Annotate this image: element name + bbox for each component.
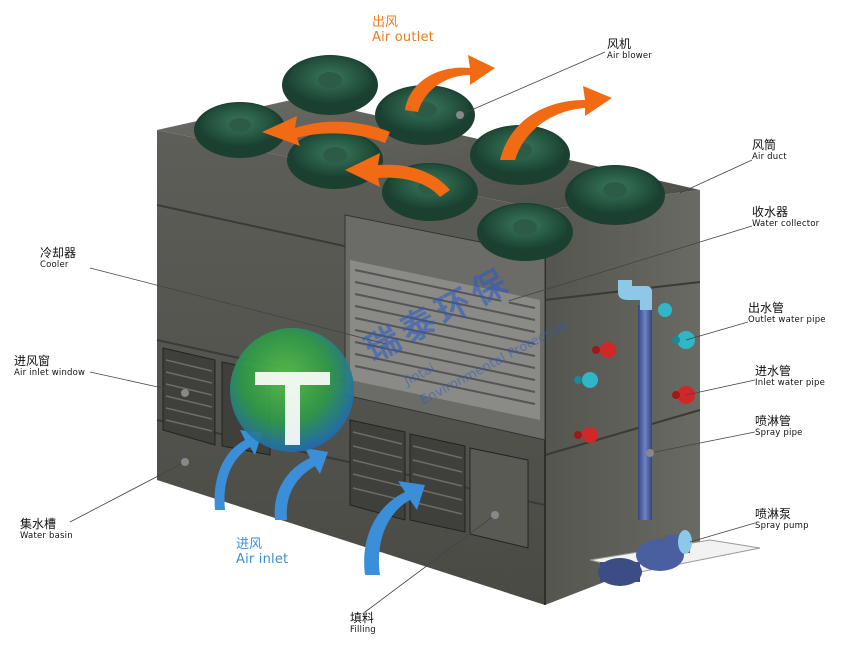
label-air-blower: 风机 Air blower [607, 37, 653, 62]
label-cooler-en: Cooler [40, 259, 69, 270]
label-outlet-water-pipe: 出水管 Outlet water pipe [748, 301, 826, 326]
label-inlet-water-pipe: 进水管 Inlet water pipe [755, 364, 826, 389]
label-air-blower-zh: 风机 [607, 37, 632, 51]
label-filling-en: Filling [350, 624, 376, 635]
label-spray-pipe-zh: 喷淋管 [755, 414, 792, 428]
label-water-collector: 收水器 Water collector [752, 205, 820, 230]
label-air-outlet: 出风 Air outlet [372, 15, 434, 46]
label-water-basin-zh: 集水槽 [20, 517, 57, 531]
fan-7 [565, 165, 665, 225]
label-filling: 填料 Filling [350, 611, 376, 636]
label-cooler: 冷却器 Cooler [40, 246, 77, 271]
label-air-blower-en: Air blower [607, 50, 653, 61]
company-logo [230, 328, 354, 452]
air-outlet-arrows [262, 55, 612, 197]
fan-1 [282, 55, 378, 115]
label-inlet-water-pipe-en: Inlet water pipe [755, 377, 826, 388]
label-air-duct-zh: 风筒 [752, 138, 777, 152]
fans [194, 55, 665, 261]
label-inlet-water-pipe-zh: 进水管 [755, 364, 792, 378]
label-air-duct: 风筒 Air duct [752, 138, 787, 163]
label-air-inlet-window-en: Air inlet window [14, 367, 86, 378]
fan-3 [375, 85, 475, 145]
label-air-inlet-window: 进风窗 Air inlet window [14, 354, 86, 379]
leader-lines [69, 51, 756, 613]
label-air-duct-en: Air duct [752, 151, 787, 162]
fan-8 [477, 203, 573, 261]
leader-dots [181, 111, 654, 519]
label-air-inlet-en: Air inlet [236, 551, 289, 567]
cooler-coil [344, 214, 546, 441]
louvre-slats [165, 359, 463, 515]
spray-pump [589, 530, 761, 586]
label-air-inlet-window-zh: 进风窗 [14, 354, 51, 368]
label-outlet-water-pipe-zh: 出水管 [748, 301, 785, 315]
fan-2 [194, 102, 286, 158]
label-water-basin-en: Water basin [20, 530, 73, 541]
label-outlet-water-pipe-en: Outlet water pipe [748, 314, 826, 325]
water-piping [574, 280, 695, 520]
label-air-outlet-en: Air outlet [372, 29, 434, 45]
label-filling-zh: 填料 [350, 611, 375, 625]
label-spray-pump: 喷淋泵 Spray pump [755, 507, 809, 532]
label-spray-pipe-en: Spray pipe [755, 427, 803, 438]
label-spray-pump-zh: 喷淋泵 [755, 507, 792, 521]
label-air-inlet: 进风 Air inlet [236, 537, 289, 568]
label-air-outlet-zh: 出风 [372, 15, 399, 30]
label-water-collector-en: Water collector [752, 218, 820, 229]
label-water-collector-zh: 收水器 [752, 205, 789, 219]
label-spray-pipe: 喷淋管 Spray pipe [755, 414, 803, 439]
label-water-basin: 集水槽 Water basin [20, 517, 73, 542]
label-cooler-zh: 冷却器 [40, 246, 77, 260]
label-air-inlet-zh: 进风 [236, 537, 263, 552]
label-spray-pump-en: Spray pump [755, 520, 809, 531]
